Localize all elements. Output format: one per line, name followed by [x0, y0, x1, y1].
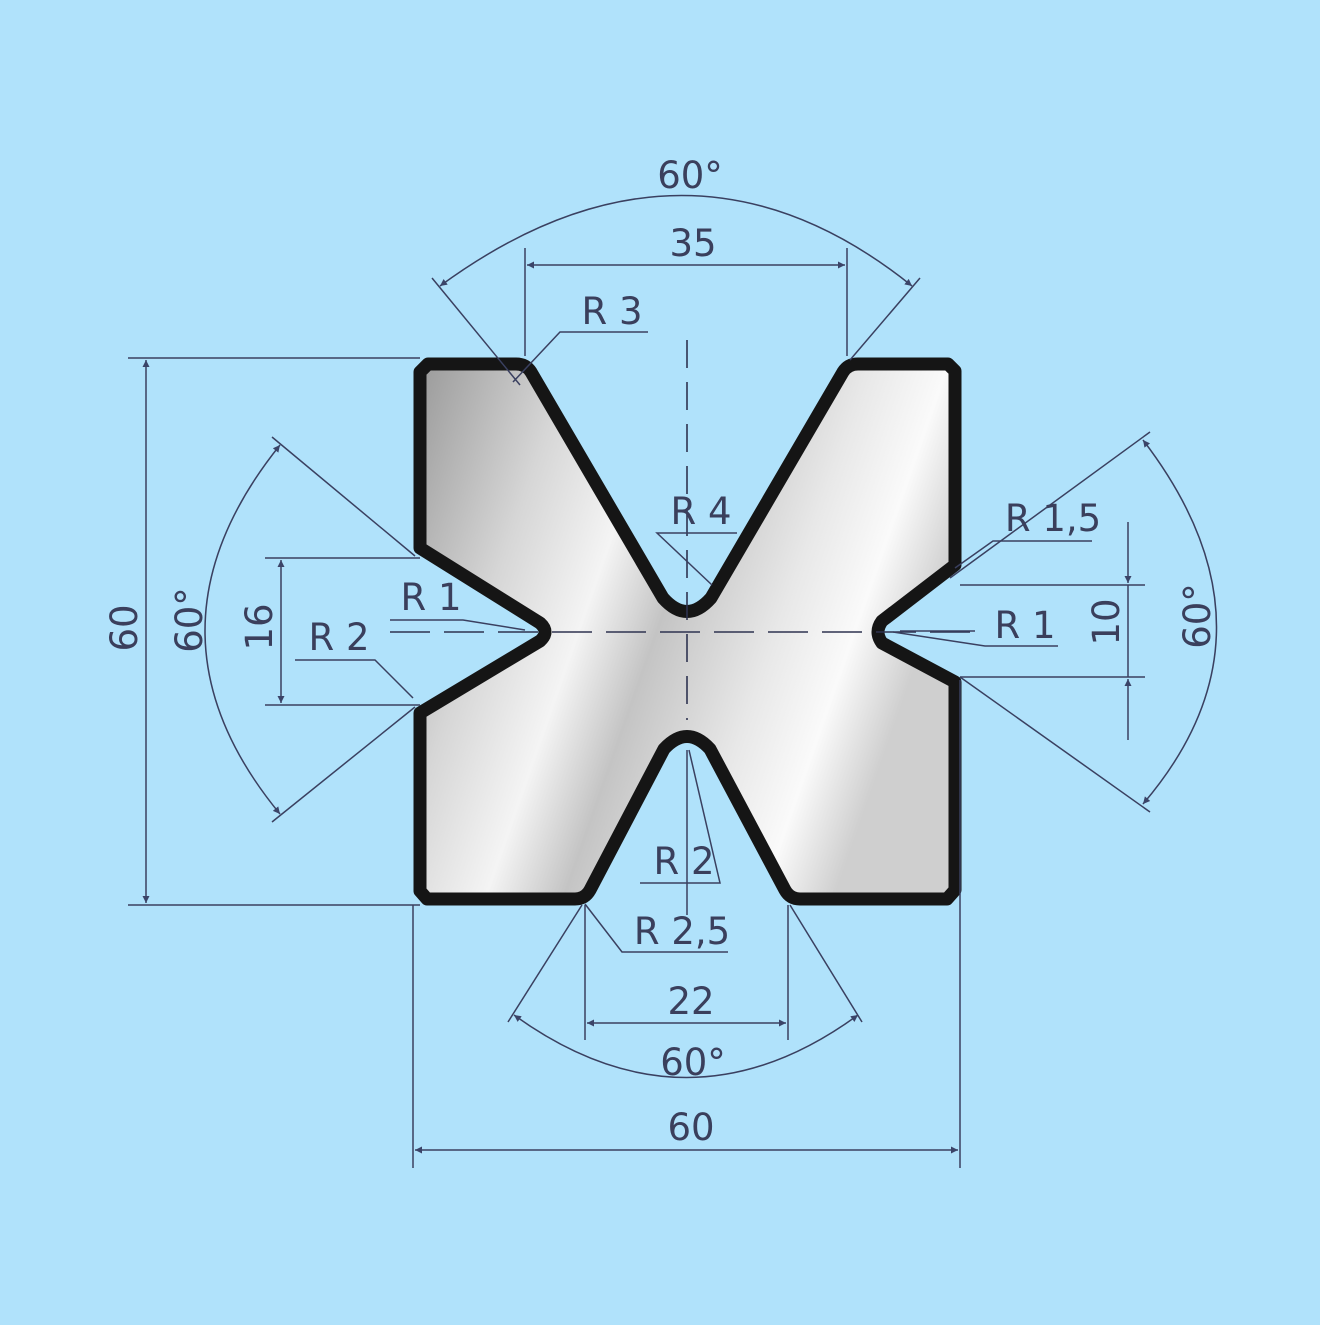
top-edge-radius-label: R 3 [581, 290, 642, 333]
left-edge-radius-label: R 2 [308, 616, 369, 659]
dimension-lines [128, 194, 1218, 1168]
bottom-edge-radius-label: R 2,5 [634, 910, 730, 953]
bottom-bottom-radius-label: R 2 [653, 840, 714, 883]
top-bottom-radius-label: R 4 [670, 490, 731, 533]
bottom-angle-label: 60° [660, 1041, 726, 1084]
right-bottom-radius-label: R 1 [994, 604, 1055, 647]
top-opening-label: 35 [669, 222, 716, 265]
left-opening-label: 16 [238, 603, 281, 650]
dimension-labels: 60° 35 R 3 R 4 60 60° 16 R 1 R 2 R 1,5 R… [103, 154, 1219, 1149]
top-angle-label: 60° [657, 154, 723, 197]
bottom-opening-label: 22 [667, 980, 714, 1023]
overall-height-label: 60 [103, 604, 146, 651]
center-lines [390, 340, 975, 720]
overall-width-label: 60 [667, 1106, 714, 1149]
left-angle-label: 60° [168, 587, 211, 653]
left-bottom-radius-label: R 1 [400, 576, 461, 619]
right-angle-label: 60° [1176, 583, 1219, 649]
right-opening-label: 10 [1085, 598, 1128, 645]
right-edge-radius-label: R 1,5 [1005, 497, 1101, 540]
